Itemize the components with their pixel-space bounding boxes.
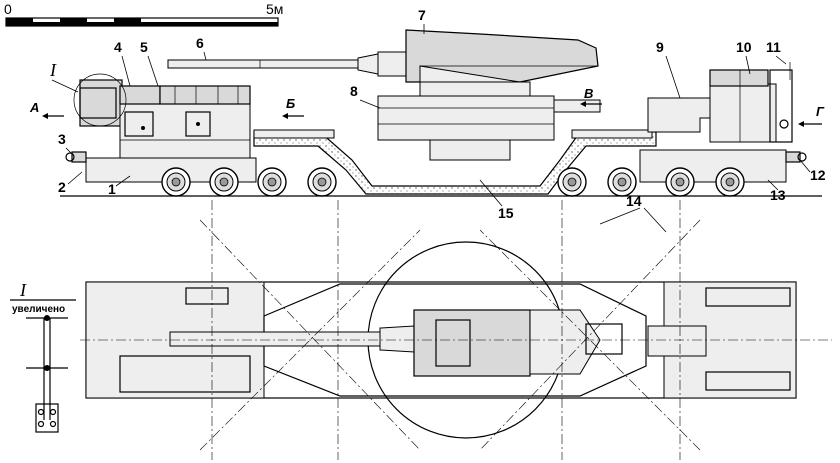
callout-5: 5 [140,39,148,55]
callout-2: 2 [58,179,66,195]
detail-roman-label: I [19,280,27,300]
callout-11: 11 [766,39,781,55]
callout-4: 4 [114,39,122,55]
main-frame [253,129,657,195]
plan-view [80,200,832,460]
rear-underframe [639,149,787,183]
callout-7: 7 [418,7,426,23]
plan-barrel [169,331,381,347]
gun-housing [405,29,599,83]
callout-8: 8 [350,83,358,99]
detail-enlarged: I увеличено [10,280,76,433]
callout-15: 15 [498,205,514,221]
direction-markers: А Б В Г [29,86,825,127]
callout-9: 9 [656,39,664,55]
rear-cab [647,62,793,143]
callout-12: 12 [810,167,826,183]
direction-g: Г [816,104,825,119]
direction-v: В [584,86,593,101]
front-buffer [71,151,87,163]
scale-start-label: 0 [4,1,12,17]
side-view [60,29,822,197]
front-cab [73,73,251,159]
callout-14: 14 [626,193,642,209]
callout-13: 13 [770,187,786,203]
callouts: 1 2 3 4 5 6 7 8 9 10 11 12 13 14 15 [58,7,826,233]
callout-10: 10 [736,39,752,55]
detail-ref-label: I [49,60,57,80]
callout-1: 1 [108,181,116,197]
callout-3: 3 [58,131,66,147]
scale-bar: 0 5м [4,1,283,27]
scale-end-label: 5м [266,1,283,17]
gun-cradle [377,81,601,161]
callout-6: 6 [196,35,204,51]
rear-buffer [785,151,801,163]
detail-caption: увеличено [12,304,65,315]
direction-b: Б [286,96,295,111]
direction-a: А [29,100,39,115]
